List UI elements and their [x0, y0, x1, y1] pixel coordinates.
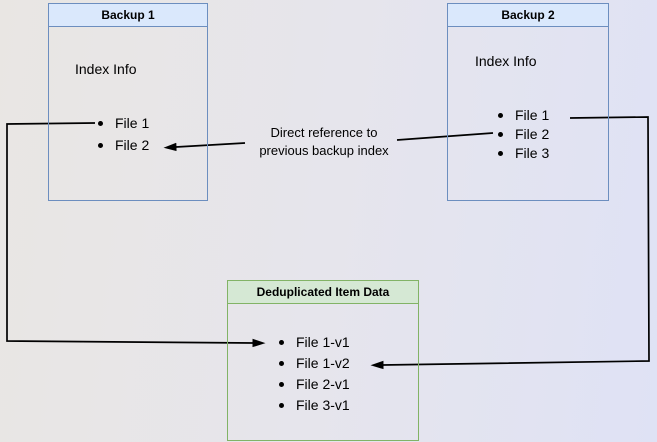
backup2-index-info-label: Index Info — [475, 53, 537, 69]
list-item: File 1 — [98, 112, 149, 134]
edge-label-line1: Direct reference to — [270, 125, 378, 140]
backup1-title: Backup 1 — [49, 4, 207, 27]
file-label: File 1 — [115, 115, 150, 131]
list-item: File 1-v1 — [279, 332, 350, 353]
list-item: File 2 — [98, 134, 149, 156]
file-label: File 1-v1 — [296, 334, 350, 350]
list-item: File 3-v1 — [279, 395, 350, 416]
list-item: File 3 — [498, 144, 549, 163]
list-item: File 1-v2 — [279, 353, 350, 374]
list-item: File 2-v1 — [279, 374, 350, 395]
edge-label-line2: previous backup index — [259, 143, 389, 158]
file-label: File 1 — [515, 107, 550, 123]
deduplicated-item-data-node: Deduplicated Item Data File 1-v1 File 1-… — [227, 280, 419, 441]
file-label: File 3 — [515, 145, 550, 161]
backup1-node: Backup 1 Index Info File 1 File 2 — [48, 3, 208, 201]
file-label: File 2 — [115, 137, 150, 153]
backup2-node: Backup 2 Index Info File 1 File 2 File 3 — [447, 3, 609, 201]
file-label: File 3-v1 — [296, 397, 350, 413]
list-item: File 1 — [498, 106, 549, 125]
file-label: File 1-v2 — [296, 355, 350, 371]
dedup-file-list: File 1-v1 File 1-v2 File 2-v1 File 3-v1 — [279, 332, 350, 416]
backup1-file-list: File 1 File 2 — [98, 112, 149, 156]
direct-reference-edge-label: Direct reference to previous backup inde… — [234, 124, 414, 160]
backup1-index-info-label: Index Info — [75, 61, 137, 77]
list-item: File 2 — [498, 125, 549, 144]
file-label: File 2-v1 — [296, 376, 350, 392]
dedup-title: Deduplicated Item Data — [228, 281, 418, 304]
file-label: File 2 — [515, 126, 550, 142]
backup2-title: Backup 2 — [448, 4, 608, 27]
backup2-file-list: File 1 File 2 File 3 — [498, 106, 549, 163]
